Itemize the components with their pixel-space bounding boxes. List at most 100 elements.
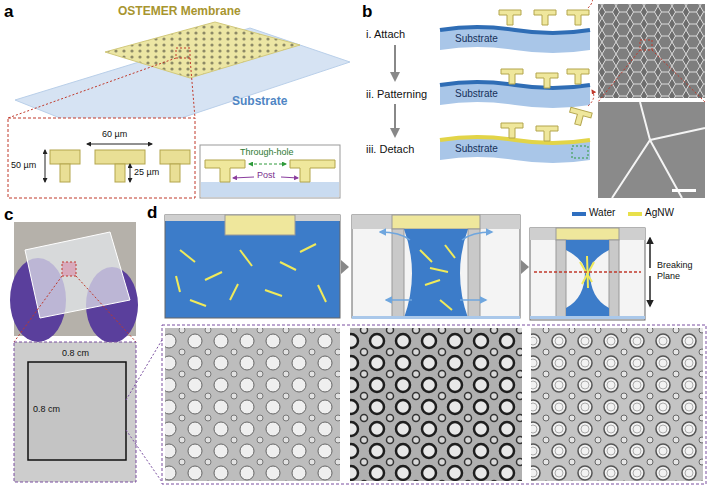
micrograph-frame [162,325,706,484]
substrate-label: Substrate [455,88,498,100]
attach-step-part [534,10,556,25]
withdraw-schematic-part [420,245,455,310]
withdraw-schematic-part [480,215,520,229]
feature-label: Post [257,170,275,181]
dimension-label: 25 µm [134,167,159,178]
zoom-line [76,276,136,342]
step-arrow [394,104,396,136]
step-label: ii. Patterning [366,88,427,101]
post-schematic-part [290,160,335,182]
zoom-line [652,50,705,102]
micrograph [531,328,703,481]
patterning-step-part [536,73,558,88]
substrate-label: Substrate [232,94,287,108]
step-arrow [521,260,529,274]
post-schematic-part [205,160,245,182]
attach-step-part [499,10,521,25]
break-schematic-part [556,240,566,318]
detach-step-part [572,146,588,158]
zoom-line [190,58,195,118]
panel-c-illustration [10,222,162,482]
withdraw-schematic-part-part [430,268,448,272]
scale-label: 0.8 cm [33,404,60,415]
step-label: iii. Detach [366,143,414,156]
panel-d-illustration [162,215,706,484]
zoom-line [126,430,162,482]
substrate-label: Substrate [455,33,498,45]
panel-letter: b [362,2,372,22]
attach-step-part [567,10,589,25]
dip-schematic-part [165,215,225,221]
detach-step-part [501,123,523,138]
withdraw-schematic-part-part [440,300,452,310]
schematic-box [200,145,340,198]
dimension-line [130,164,131,182]
membrane-cross-section-part [95,150,145,164]
panel-letter: c [4,205,13,225]
dip-schematic-part [176,244,326,306]
membrane-label: OSTEMER Membrane [118,4,241,18]
panel-letter: d [147,203,157,223]
dip-schematic-part-part [180,250,195,262]
dip-schematic-part-part [205,272,222,280]
break-schematic-part [530,228,556,240]
dimension-label: 60 µm [102,129,127,140]
detach-step-part [440,137,590,163]
dip-schematic [165,215,340,318]
pattern-area [62,262,76,276]
detach-step [440,90,594,163]
step-arrow [341,260,349,274]
pull-arrow [649,238,651,268]
withdraw-schematic-part-part [380,232,410,240]
withdraw-schematic-part [352,316,520,319]
break-schematic-part [619,228,645,240]
dip-schematic-part-part [176,276,180,292]
dip-schematic-part [295,215,340,221]
post-arrow [281,177,298,178]
pull-arrow [649,276,651,306]
zoom-line [598,50,640,102]
legend-text: Water [589,207,615,219]
withdraw-schematic-part-part [460,299,486,301]
panel-b-illustration [395,0,705,198]
dip-schematic-part-part [280,262,296,270]
sem-zoom-image [598,102,705,198]
step-arrow [394,45,396,80]
withdraw-schematic-part [352,215,392,229]
sample-photo [14,342,136,482]
membrane-cross-section-part [170,164,180,182]
withdraw-schematic [352,215,520,319]
zoom-marker [640,40,652,50]
break-schematic-part-part [582,262,594,284]
detach-step-part [588,90,594,106]
dip-schematic-part-part [265,290,282,296]
legend-swatch [572,212,586,216]
withdraw-schematic-part-part [445,245,455,258]
attach-step [440,0,593,53]
membrane-sheet [105,22,300,78]
patterning-step-part [440,82,590,108]
withdraw-schematic-part-part [420,250,432,262]
break-schematic-part [609,240,619,318]
through-hole-arrow [249,164,286,165]
dimension-line [45,150,46,182]
substrate-label: Substrate [455,143,498,155]
patterning-step-part [567,69,589,84]
plane-label: Breaking Plane [657,260,705,282]
dip-schematic-part-part [300,244,316,252]
membrane-cross-section-part [60,164,70,182]
break-schematic [530,228,645,320]
membrane-cross-section-part [160,150,190,164]
break-schematic-part [530,228,645,320]
withdraw-schematic-part [352,215,520,318]
withdraw-schematic-part [404,229,468,318]
detach-step-part [567,107,592,127]
break-schematic-part [556,228,619,240]
dip-schematic-part-part [318,285,326,302]
withdraw-schematic-part-part [386,299,412,301]
panel-a-illustration [8,22,350,198]
scale-bar [672,189,696,192]
membrane-cross-section-part [115,164,125,182]
